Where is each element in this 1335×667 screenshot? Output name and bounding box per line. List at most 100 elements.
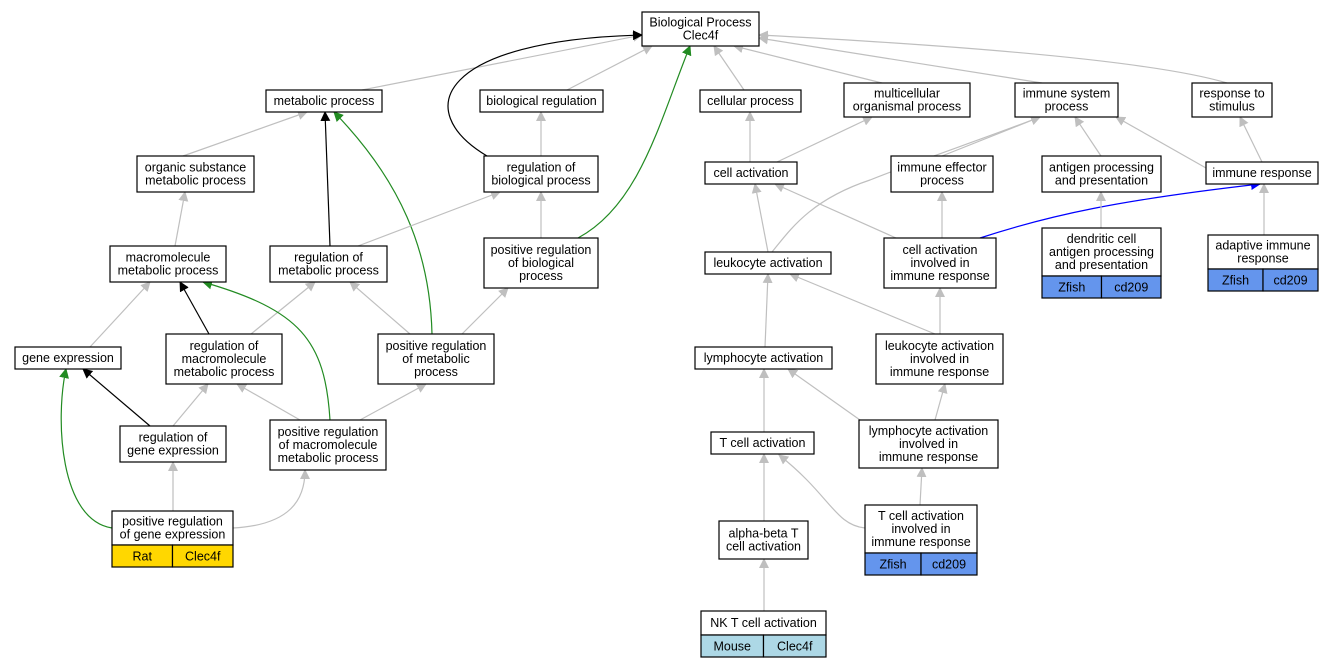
node-label-line: involved in	[910, 256, 969, 270]
edge-7	[577, 45, 692, 239]
node-lymph-act[interactable]: lymphocyte activation	[694, 346, 833, 370]
node-cell-act[interactable]: cell activation	[704, 161, 798, 185]
edge-4	[758, 34, 1043, 84]
node-label-line: of metabolic	[402, 352, 469, 366]
node-metabolic[interactable]: metabolic process	[265, 89, 383, 113]
node-label-line: biological process	[491, 174, 590, 188]
node-box	[269, 245, 388, 283]
edge-49	[916, 467, 927, 506]
node-label-line: NK T cell activation	[710, 616, 817, 630]
node-box	[864, 504, 978, 554]
node-label-line: process	[519, 269, 563, 283]
node-label-line: response to	[1199, 87, 1264, 101]
node-box	[1191, 82, 1273, 118]
node-box	[119, 425, 227, 463]
node-label-line: cell activation	[902, 243, 977, 257]
node-label-line: metabolic process	[278, 451, 379, 465]
edge-39	[359, 383, 427, 421]
edge-13	[776, 116, 873, 163]
node-label-line: alpha-beta T	[729, 527, 799, 541]
edge-42	[934, 383, 948, 421]
node-label-line: lymphocyte activation	[704, 351, 824, 365]
node-box	[694, 346, 833, 370]
node-box	[875, 333, 1004, 385]
node-box	[718, 520, 809, 560]
node-box	[699, 89, 802, 113]
edge-8	[182, 110, 308, 157]
node-label-line: immune response	[879, 450, 978, 464]
gene-tag-cell	[1262, 268, 1319, 292]
edge-34	[789, 272, 936, 335]
node-box	[704, 161, 798, 185]
gene-tag-cell	[171, 544, 234, 568]
node-box	[1041, 227, 1162, 277]
node-box	[858, 419, 999, 469]
node-bioreg[interactable]: biological regulation	[479, 89, 604, 113]
node-label-line: macromolecule	[182, 352, 267, 366]
node-box	[704, 251, 832, 275]
node-label-line: antigen processing	[1049, 161, 1154, 175]
node-label-line: Biological Process	[649, 16, 751, 30]
node-cellular[interactable]: cellular process	[699, 89, 802, 113]
species-tag-label: Rat	[133, 550, 153, 564]
node-label-line: organic substance	[145, 161, 247, 175]
gene-tag-label: cd209	[1114, 281, 1148, 295]
species-tag-label: Zfish	[1058, 281, 1085, 295]
node-label-line: involved in	[891, 522, 950, 536]
node-box	[700, 610, 827, 636]
node-leuk-act[interactable]: leukocyte activation	[704, 251, 832, 275]
node-label-line: regulation of	[139, 431, 208, 445]
node-label-line: lymphocyte activation	[869, 424, 989, 438]
node-gene-expr[interactable]: gene expression	[14, 346, 122, 370]
node-t-cell[interactable]: T cell activation	[710, 431, 815, 455]
node-box	[1207, 234, 1319, 270]
edge-32	[461, 287, 509, 335]
node-box	[883, 237, 997, 289]
node-label-line: leukocyte activation	[885, 339, 994, 353]
edge-46	[232, 469, 310, 529]
edge-25	[979, 180, 1261, 239]
node-label-line: regulation of	[507, 161, 576, 175]
node-box	[136, 155, 255, 193]
edge-22	[771, 115, 1041, 253]
node-immune-resp[interactable]: immune response	[1205, 161, 1319, 185]
node-label-line: Clec4f	[683, 29, 719, 43]
node-label-line: antigen processing	[1049, 245, 1154, 259]
species-tag-label: Zfish	[879, 558, 906, 572]
edge-36	[172, 383, 209, 427]
edge-17	[1239, 116, 1263, 163]
node-box	[265, 89, 383, 113]
node-label-line: dendritic cell	[1067, 232, 1136, 246]
node-label-line: cellular process	[707, 94, 794, 108]
node-box	[109, 245, 227, 283]
node-label-line: stimulus	[1209, 100, 1255, 114]
node-label-line: of gene expression	[120, 528, 226, 542]
node-box	[1205, 161, 1319, 185]
node-label-line: cell activation	[726, 540, 801, 554]
